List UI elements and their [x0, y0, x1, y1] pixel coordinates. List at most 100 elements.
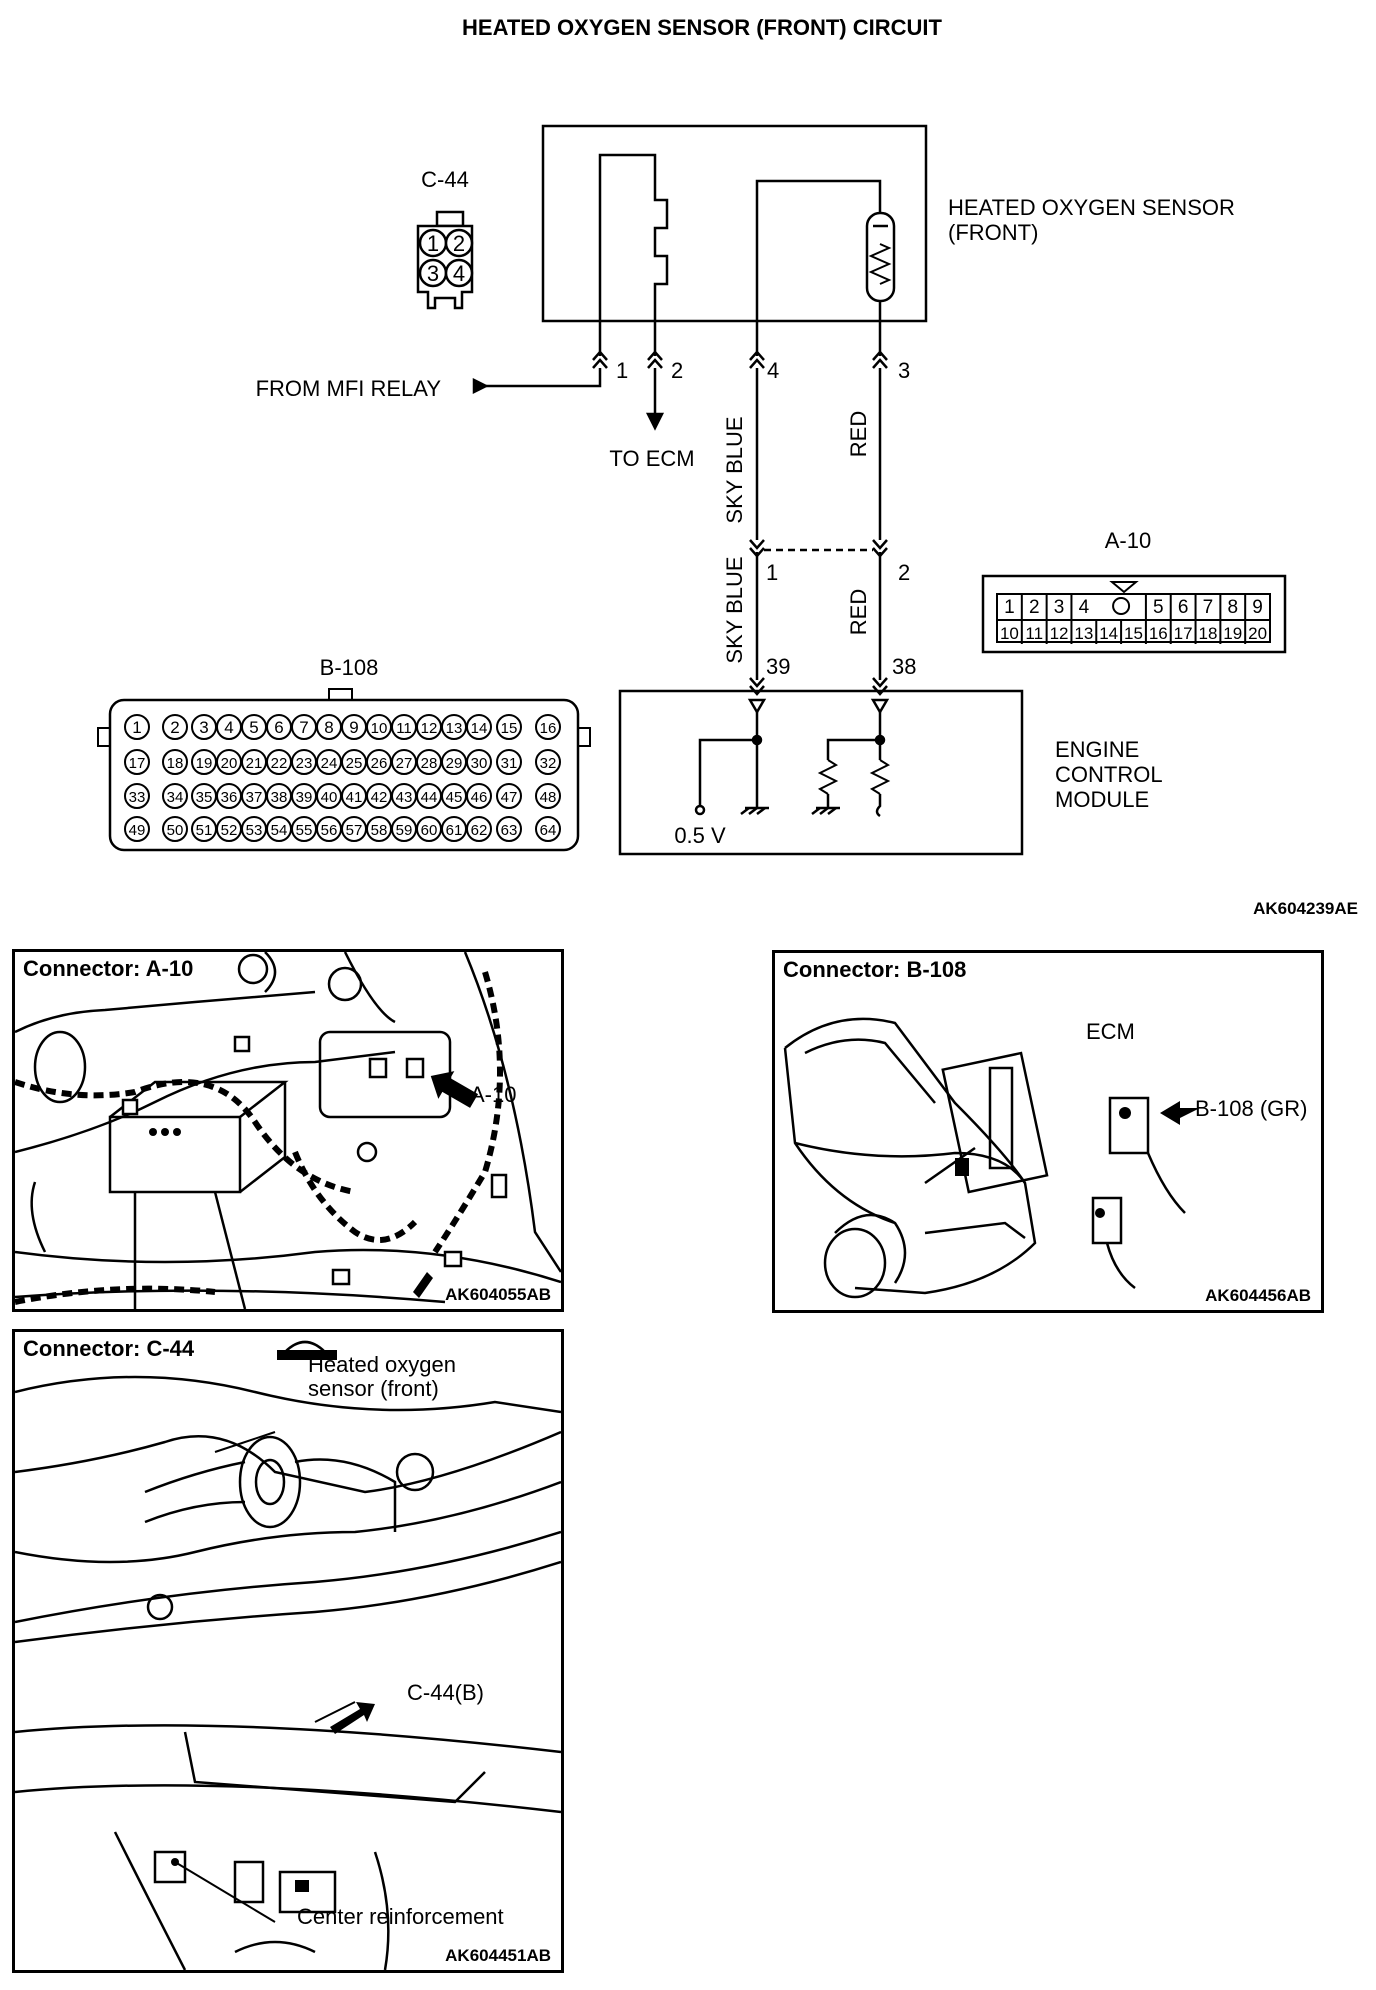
- a10-pin-number: 7: [1203, 597, 1214, 618]
- a10-pin-number: 16: [1149, 624, 1168, 643]
- sensor-label-line1: HEATED OXYGEN SENSOR: [948, 195, 1235, 220]
- a10-pin-2: 2: [898, 560, 910, 585]
- b108-pin-number: 56: [321, 822, 338, 839]
- b108-pin-number: 61: [446, 822, 463, 839]
- wire-color-sky-blue-lower: SKY BLUE: [722, 556, 747, 663]
- a10-pin-number: 5: [1153, 597, 1164, 618]
- b108-pin-number: 30: [471, 755, 488, 772]
- b108-pin-number: 32: [540, 755, 557, 772]
- a10-pin-number: 9: [1252, 597, 1263, 618]
- a10-pin-number: 15: [1124, 624, 1143, 643]
- b108-pin-number: 48: [540, 789, 557, 806]
- a10-pin-number: 3: [1054, 597, 1065, 618]
- b108-pin-number: 35: [196, 789, 213, 806]
- c44-panel-title: Connector: C-44: [23, 1336, 195, 1361]
- b108-pin-number: 7: [299, 718, 308, 737]
- c44-connector-face: C-44 1 2 3 4: [416, 167, 474, 310]
- a10-pin-number: 6: [1178, 597, 1189, 618]
- a10-pin-number: 2: [1029, 597, 1040, 618]
- b108-pin-number: 38: [271, 789, 288, 806]
- a10-pin-number: 19: [1223, 624, 1242, 643]
- b108-pin-number: 58: [371, 822, 388, 839]
- b108-pin-hole: [496, 816, 522, 842]
- b108-pin-number: 62: [471, 822, 488, 839]
- b108-pin-number: 46: [471, 789, 488, 806]
- b108-pin-number: 25: [346, 755, 363, 772]
- a10-pin-number: 14: [1099, 624, 1118, 643]
- a10-pin-number: 20: [1248, 624, 1267, 643]
- sensor-pin-1: 1: [616, 358, 628, 383]
- sensor-connector-chevrons: [592, 350, 888, 369]
- ecm-pin-38: 38: [892, 654, 916, 679]
- b108-pin-number: 52: [221, 822, 238, 839]
- b108-pin-hole: [535, 783, 561, 809]
- b108-pin-hole: [496, 783, 522, 809]
- b108-pin-hole: [162, 749, 188, 775]
- a10-pin-number: 13: [1074, 624, 1093, 643]
- connector-a10-photo-panel: Connector: A-10 A-10 AK604055AB: [12, 949, 564, 1312]
- wire-color-red-lower: RED: [846, 589, 871, 635]
- b108-pin-number: 10: [371, 720, 388, 737]
- heated-oxygen-sensor-box: [541, 124, 928, 356]
- b108-pin-hole: [124, 749, 150, 775]
- b108-pin-number: 36: [221, 789, 238, 806]
- b108-pin-number: 60: [421, 822, 438, 839]
- b108-pin-hole: [124, 816, 150, 842]
- b108-pin-number: 21: [246, 755, 263, 772]
- a10-pin-1: 1: [766, 560, 778, 585]
- a10-engine-bay-illustration: [15, 952, 561, 1309]
- b108-pin-number: 13: [446, 720, 463, 737]
- ecm-pin-39: 39: [766, 654, 790, 679]
- b108-callout-connector: B-108 (GR): [1195, 1096, 1308, 1121]
- b108-pin-number: 57: [346, 822, 363, 839]
- c44-pin: 2: [453, 231, 465, 256]
- b108-pin-number: 22: [271, 755, 288, 772]
- sensor-pin-2: 2: [671, 358, 683, 383]
- b108-panel-title: Connector: B-108: [783, 957, 967, 982]
- b108-pin-number: 8: [324, 718, 333, 737]
- b108-pin-number: 23: [296, 755, 313, 772]
- a10-pin-number: 1: [1004, 597, 1015, 618]
- b108-pin-number: 43: [396, 789, 413, 806]
- c44-callout-sensor-line2: sensor (front): [308, 1376, 439, 1401]
- from-mfi-relay-label: FROM MFI RELAY: [256, 376, 442, 401]
- b108-pin-number: 45: [446, 789, 463, 806]
- c44-pin: 4: [453, 261, 465, 286]
- b108-pin-number: 18: [167, 755, 184, 772]
- b108-pin-number: 37: [246, 789, 263, 806]
- schematic-code: AK604239AE: [1253, 899, 1358, 918]
- ecm-label-line1: ENGINE: [1055, 737, 1139, 762]
- a10-pin-number: 11: [1025, 624, 1043, 643]
- b108-pin-number: 42: [371, 789, 388, 806]
- b108-pin-hole: [162, 783, 188, 809]
- a10-pin-number: 17: [1174, 624, 1193, 643]
- b108-pin-number: 14: [471, 720, 488, 737]
- b108-pin-hole: [466, 816, 492, 842]
- a10-key-circle: [1112, 597, 1131, 615]
- sensor-pin-3: 3: [898, 358, 910, 383]
- to-ecm-label: TO ECM: [609, 446, 694, 471]
- a10-pin-number: 4: [1079, 597, 1090, 618]
- sensor-label-line2: (FRONT): [948, 220, 1038, 245]
- b108-pin-number: 63: [501, 822, 518, 839]
- b108-pin-number: 27: [396, 755, 413, 772]
- b108-pin-hole: [124, 714, 150, 740]
- b108-pin-hole: [162, 816, 188, 842]
- b108-pin-number: 34: [167, 789, 184, 806]
- b108-label: B-108: [320, 655, 379, 680]
- b108-pin-number: 20: [221, 755, 238, 772]
- a10-pin-number: 12: [1050, 624, 1069, 643]
- b108-pin-number: 1: [132, 718, 141, 737]
- b108-vehicle-illustration: [783, 1017, 1200, 1299]
- a10-pin-number: 18: [1198, 624, 1217, 643]
- connector-b108-photo-panel: Connector: B-108 ECM B-108 (GR) AK604456…: [772, 950, 1324, 1313]
- b108-pin-number: 59: [396, 822, 413, 839]
- sensor-pin-4: 4: [767, 358, 779, 383]
- signal-wires: [749, 368, 888, 696]
- b108-pin-hole: [535, 816, 561, 842]
- b108-pin-number: 31: [501, 755, 518, 772]
